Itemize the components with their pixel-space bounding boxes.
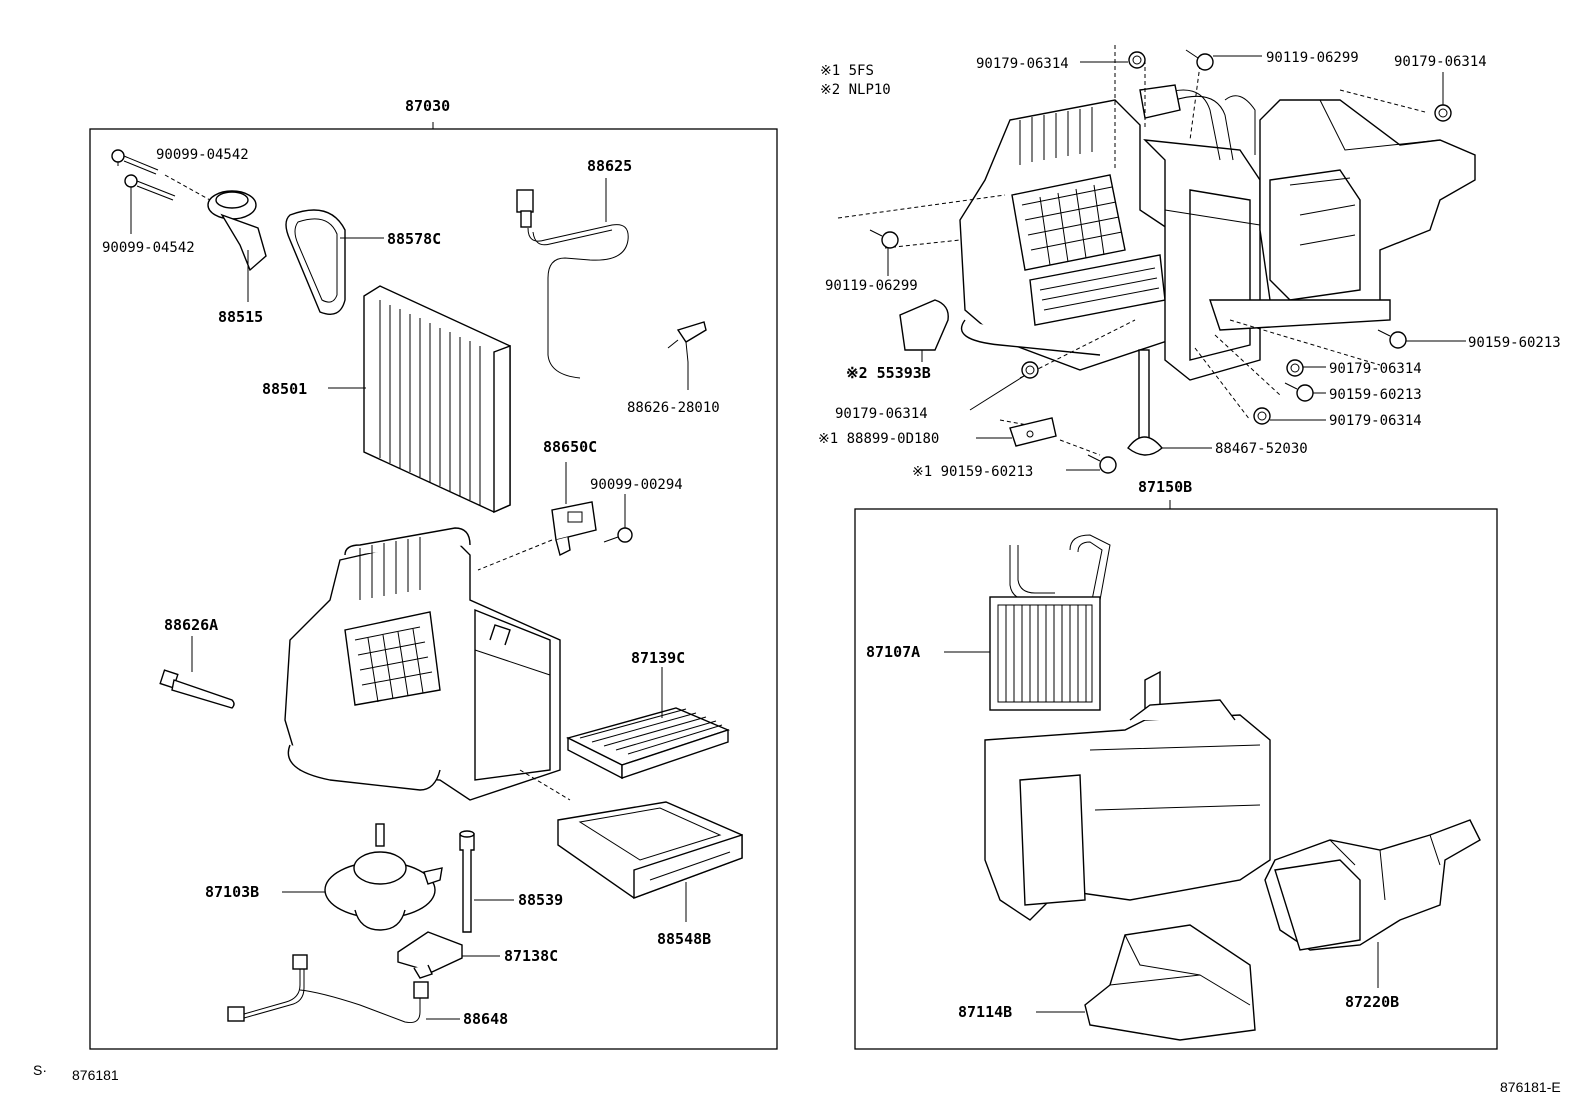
cooling-unit-case [284, 527, 561, 801]
label-87139c: 87139C [631, 649, 685, 667]
filter-87139c [566, 707, 730, 780]
hvac-unit-assembly [959, 84, 1476, 381]
amplifier-88650c [551, 501, 597, 557]
pad-55393b [899, 299, 949, 351]
seal-88578c [285, 209, 346, 315]
label-90099-04542-a: 90099-04542 [156, 147, 249, 163]
blower-motor-87103b [324, 823, 443, 931]
label-88625: 88625 [587, 157, 632, 175]
label-88539: 88539 [518, 891, 563, 909]
nut-90179-06314-b [1434, 104, 1452, 122]
bolt-90159-60213-a [1377, 329, 1407, 349]
label-87220b: 87220B [1345, 993, 1399, 1011]
label-87114b: 87114B [958, 1003, 1012, 1021]
label-90179-06314-e: 90179-06314 [1329, 413, 1422, 429]
screw-90099-04542-a [111, 149, 159, 175]
resistor-87138c [397, 931, 463, 979]
label-90179-06314-a: 90179-06314 [976, 56, 1069, 72]
grommet-88467-52030 [1127, 349, 1163, 456]
bolt-90159-60213-c [1087, 454, 1117, 474]
label-88467-52030: 88467-52030 [1215, 441, 1308, 457]
label-88515: 88515 [218, 308, 263, 326]
label-90179-06314-c: 90179-06314 [1329, 361, 1422, 377]
nut-90179-06314-e [1253, 407, 1271, 425]
label-87107a: 87107A [866, 643, 920, 661]
note-1: ※1 5FS [820, 63, 874, 79]
label-90159-60213-c: ※1 90159-60213 [912, 464, 1033, 480]
nut-90179-06314-c [1286, 359, 1304, 377]
nut-90179-06314-d [1021, 361, 1039, 379]
heater-core-87107a [989, 534, 1111, 711]
label-90159-60213-a: 90159-60213 [1468, 335, 1561, 351]
label-88899-0d180: ※1 88899-0D180 [818, 431, 939, 447]
label-88578c: 88578C [387, 230, 441, 248]
duct-87220b [1264, 819, 1481, 951]
bolt-90119-06299-b [869, 229, 899, 249]
label-90099-00294: 90099-00294 [590, 477, 683, 493]
drain-tube-88539 [459, 830, 475, 933]
label-90179-06314-b: 90179-06314 [1394, 54, 1487, 70]
evaporator-88501 [363, 285, 511, 514]
clip-88626-28010 [667, 321, 707, 363]
thermistor-88515 [207, 190, 267, 272]
clamp-88626a [159, 669, 235, 709]
note-2: ※2 NLP10 [820, 82, 891, 98]
label-90179-06314-d: 90179-06314 [835, 406, 928, 422]
label-88650c: 88650C [543, 438, 597, 456]
assembly-label-87150b: 87150B [1138, 478, 1192, 496]
label-88548b: 88548B [657, 930, 711, 948]
label-88626a: 88626A [164, 616, 218, 634]
wire-harness-88648 [227, 954, 429, 1023]
label-88648: 88648 [463, 1010, 508, 1028]
footer-prefix: S· [33, 1062, 47, 1078]
footer-figure-code: 876181-E [1500, 1079, 1561, 1095]
label-87138c: 87138C [504, 947, 558, 965]
label-90099-04542-b: 90099-04542 [102, 240, 195, 256]
label-87103b: 87103B [205, 883, 259, 901]
heater-case [984, 670, 1271, 921]
bolt-90119-06299-a [1185, 49, 1214, 71]
label-90159-60213-b: 90159-60213 [1329, 387, 1422, 403]
screw-90099-04542-b [124, 174, 176, 201]
bolt-90159-60213-b [1284, 382, 1314, 402]
bracket-88899-0d180 [1009, 417, 1057, 447]
sensor-wire-88625 [516, 189, 629, 379]
label-88501: 88501 [262, 380, 307, 398]
screw-90099-00294 [603, 527, 633, 543]
housing-88548b [557, 801, 743, 900]
duct-87114b [1084, 924, 1256, 1041]
assembly-box-87150b [854, 508, 1498, 1050]
label-88626-28010: 88626-28010 [627, 400, 720, 416]
label-90119-06299-b: 90119-06299 [825, 278, 918, 294]
assembly-label-87030: 87030 [405, 97, 450, 115]
label-90119-06299-a: 90119-06299 [1266, 50, 1359, 66]
footer-diagram-code: 876181 [72, 1067, 119, 1083]
nut-90179-06314-a [1128, 51, 1146, 69]
label-55393b: ※2 55393B [846, 364, 931, 382]
